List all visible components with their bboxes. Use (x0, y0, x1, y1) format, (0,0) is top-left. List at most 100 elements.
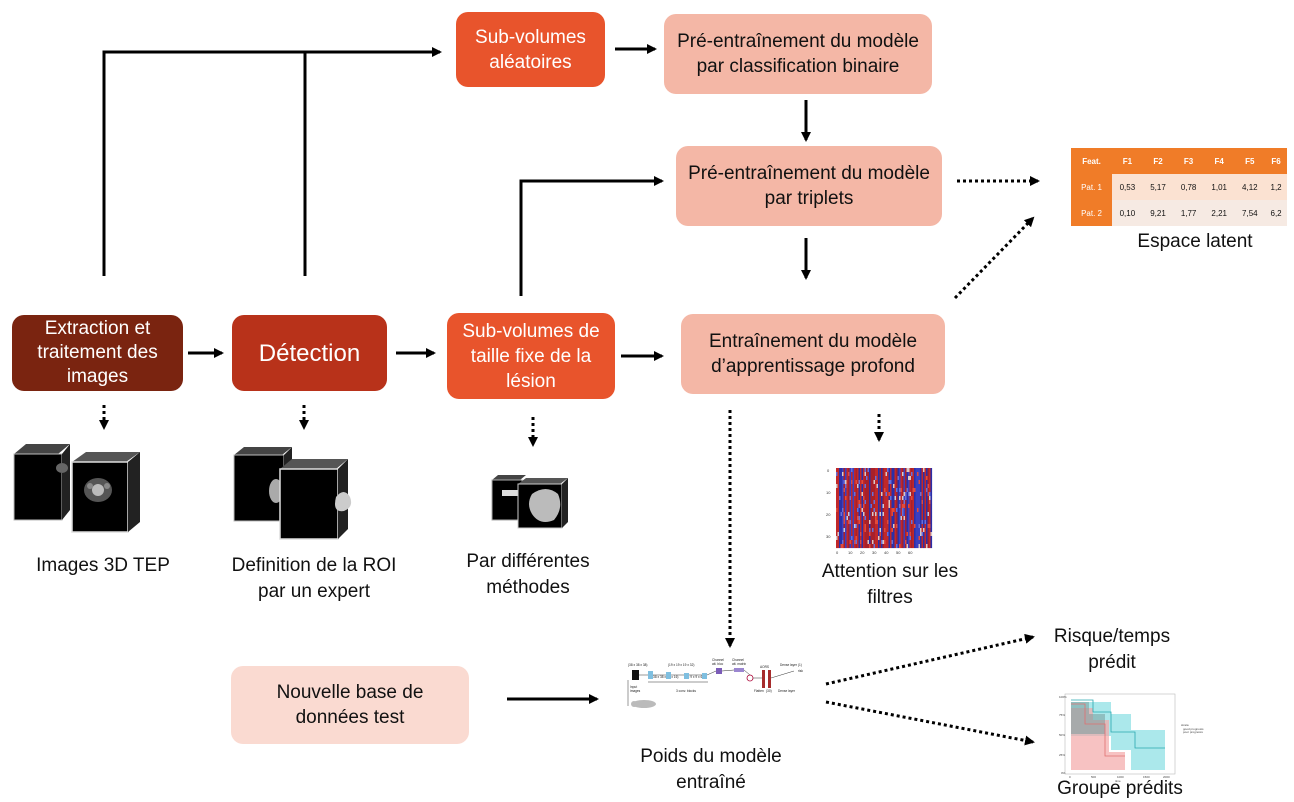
svg-text:1000: 1000 (1117, 775, 1124, 779)
svg-text:good prognosis: good prognosis (1183, 727, 1204, 731)
svg-text:strata: strata (1181, 723, 1189, 727)
box-pretrain-binaire: Pré-entraînement du modèle par classific… (664, 14, 932, 94)
box-subvol-alea: Sub-volumes aléatoires (456, 12, 605, 87)
latent-header-cell: F1 (1112, 148, 1143, 174)
latent-header-cell: F5 (1234, 148, 1266, 174)
svg-text:2000: 2000 (1163, 775, 1170, 779)
dotted-poids-to-risque (825, 633, 1035, 686)
svg-text:10: 10 (826, 490, 831, 495)
caption-images-3d: Images 3D TEP (36, 555, 170, 576)
box-pretrain-triplets: Pré-entraînement du modèle par triplets (676, 146, 942, 226)
latent-cell: 5,17 (1142, 174, 1174, 200)
svg-text:time: time (1115, 779, 1121, 782)
caption-roi: Definition de la ROI par un expert (231, 555, 397, 602)
latent-table-row: Pat. 2 0,10 9,21 1,77 2,21 7,54 6,2 (1071, 200, 1287, 226)
svg-text:100%: 100% (1059, 695, 1067, 699)
latent-row-label: Pat. 2 (1071, 200, 1113, 226)
svg-text:AORS: AORS (760, 665, 769, 669)
svg-text:poor prognosis: poor prognosis (1183, 730, 1203, 734)
caption-poids: Poids du modèle entraîné (640, 746, 782, 793)
svg-text:500: 500 (1091, 775, 1096, 779)
svg-text:20: 20 (860, 550, 865, 555)
svg-text:Dense layer (1): Dense layer (1) (780, 663, 802, 667)
box-nouvelle-base: Nouvelle base de données test (231, 666, 469, 744)
svg-text:0: 0 (836, 550, 839, 555)
arrow-extraction-to-subvol-alea (102, 47, 442, 276)
pet-volume-image (13, 444, 140, 533)
caption-espace-latent: Espace latent (1137, 231, 1253, 252)
svg-text:(9 x 9 x 9 x 64): (9 x 9 x 9 x 64) (684, 675, 705, 679)
latent-cell: 0,10 (1112, 200, 1143, 226)
roi-volume-image (233, 447, 352, 540)
arrow-subvol-fixe-to-triplets (519, 176, 664, 296)
latent-space-table: Feat. F1 F2 F3 F4 F5 F6 Pat. 1 0,53 5,17… (1071, 148, 1287, 226)
box-pretrain-binaire-label: Pré-entraînement du modèle par classific… (677, 31, 919, 77)
box-extraction: Extraction et traitement des images (12, 315, 183, 391)
latent-header-cell: F6 (1265, 148, 1287, 174)
caption-methodes: Par différentes méthodes (466, 551, 590, 598)
latent-cell: 7,54 (1234, 200, 1266, 226)
svg-text:0: 0 (827, 468, 830, 473)
box-detection-label: Détection (258, 339, 361, 367)
svg-text:50: 50 (896, 550, 901, 555)
svg-text:25%: 25% (1059, 753, 1065, 757)
svg-text:30: 30 (826, 534, 831, 539)
box-subvol-alea-label: Sub-volumes aléatoires (475, 26, 586, 73)
svg-text:1500: 1500 (1143, 775, 1150, 779)
latent-header-cell: F4 (1203, 148, 1235, 174)
latent-header-cell: F3 (1173, 148, 1204, 174)
latent-cell: 1,01 (1203, 174, 1235, 200)
latent-cell: 0,53 (1112, 174, 1143, 200)
latent-row-label: Pat. 1 (1071, 174, 1113, 200)
svg-text:Channel: Channel (712, 658, 724, 662)
dotted-poids-to-groupe (825, 700, 1035, 746)
svg-text:40: 40 (884, 550, 889, 555)
svg-text:Input: Input (630, 685, 637, 689)
caption-risque: Risque/temps prédit (1053, 626, 1171, 673)
svg-text:75%: 75% (1059, 713, 1065, 717)
latent-cell: 6,2 (1265, 200, 1287, 226)
latent-table-header: Feat. F1 F2 F3 F4 F5 F6 (1071, 148, 1287, 174)
subvolume-image (491, 475, 568, 529)
svg-text:(38 x 38 x 38): (38 x 38 x 38) (628, 663, 648, 667)
box-training: Entraînement du modèle d’apprentissage p… (681, 314, 945, 394)
svg-text:(19 x 19 x 19 x 32): (19 x 19 x 19 x 32) (668, 663, 694, 667)
svg-text:Dense layer: Dense layer (778, 689, 796, 693)
svg-text:30: 30 (872, 550, 877, 555)
caption-attention: Attention sur les filtres (821, 561, 959, 608)
box-pretrain-triplets-label: Pré-entraînement du modèle par triplets (688, 163, 930, 209)
svg-text:0: 0 (1069, 775, 1071, 779)
svg-text:(30): (30) (766, 689, 772, 693)
box-detection: Détection (232, 315, 387, 391)
box-subvol-fixe-label: Sub-volumes de taille fixe de la lésion (462, 320, 600, 392)
svg-text:0%: 0% (1061, 771, 1066, 775)
svg-text:att. matrix: att. matrix (732, 662, 746, 666)
latent-cell: 1,77 (1173, 200, 1204, 226)
network-architecture-diagram: (38 x 38 x 38) (19 x 19 x 19 x 32) Chann… (627, 658, 803, 708)
svg-text:20: 20 (826, 512, 831, 517)
svg-text:50%: 50% (1059, 733, 1065, 737)
svg-text:Channel: Channel (732, 658, 744, 662)
latent-cell: 9,21 (1142, 200, 1174, 226)
svg-text:Flatten: Flatten (754, 689, 764, 693)
box-nouvelle-base-label: Nouvelle base de données test (276, 682, 424, 728)
dotted-training-to-latent (953, 216, 1035, 300)
latent-cell: 1,2 (1265, 174, 1287, 200)
svg-text:images: images (630, 689, 641, 693)
latent-header-cell: F2 (1142, 148, 1174, 174)
survival-curve-plot: 100% 75% 50% 25% 0% 0 500 1000 1500 2000 time st… (1059, 693, 1204, 782)
latent-cell: 2,21 (1203, 200, 1235, 226)
svg-text:risk: risk (798, 669, 803, 673)
svg-text:60: 60 (908, 550, 913, 555)
latent-table-row: Pat. 1 0,53 5,17 0,78 1,01 4,12 1,2 (1071, 174, 1287, 200)
box-training-label: Entraînement du modèle d’apprentissage p… (708, 331, 918, 377)
latent-header-cell: Feat. (1071, 148, 1113, 174)
latent-cell: 4,12 (1234, 174, 1266, 200)
caption-groupe: Groupe prédits (1057, 778, 1183, 799)
box-subvol-fixe: Sub-volumes de taille fixe de la lésion (447, 313, 615, 399)
svg-text:3 conv. blocks: 3 conv. blocks (676, 689, 696, 693)
svg-text:att. bloc: att. bloc (712, 662, 724, 666)
box-extraction-label: Extraction et traitement des images (37, 318, 158, 387)
